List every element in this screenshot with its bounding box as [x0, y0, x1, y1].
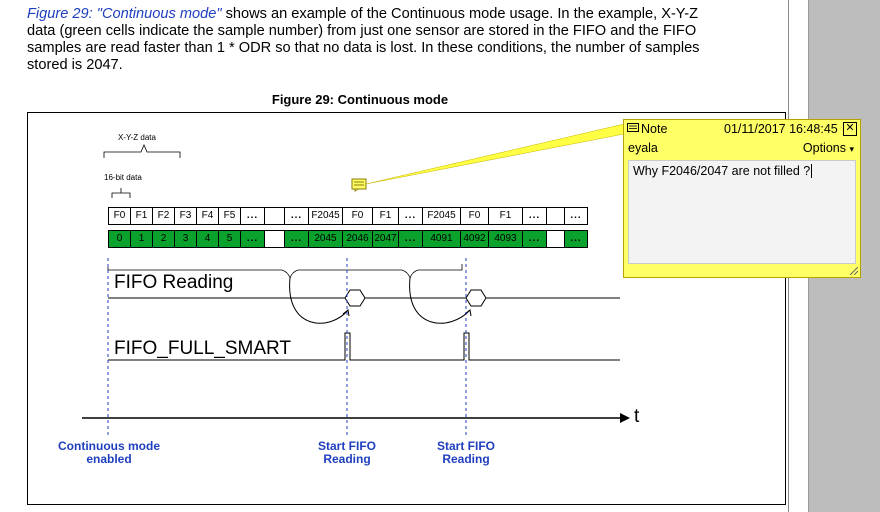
fifo-data-cell: 2045 — [308, 230, 342, 248]
note-body-text: Why F2046/2047 are not filled ? — [633, 164, 811, 178]
fifo-header-cell: F1 — [130, 207, 152, 225]
fifo-header-cell: F1 — [372, 207, 398, 225]
fifo-header-cell: F2045 — [422, 207, 460, 225]
fifo-data-cell: 2046 — [342, 230, 372, 248]
marker-start-reading-1: Start FIFO Reading — [317, 439, 376, 466]
reading-transition-2 — [465, 289, 487, 307]
full-smart-signal — [108, 332, 620, 361]
fifo-data-cell: 2047 — [372, 230, 398, 248]
figure-frame — [27, 112, 786, 505]
fifo-data-cell — [546, 230, 564, 248]
fifo-data-cell: ... — [240, 230, 264, 248]
note-popup[interactable]: Note 01/11/2017 16:48:45 ✕ eyala Options… — [623, 119, 861, 278]
note-text-field[interactable]: Why F2046/2047 are not filled ? — [628, 160, 856, 264]
fifo-data-cell: ... — [522, 230, 546, 248]
fifo-header-cell: ... — [284, 207, 308, 225]
fifo-header-cell: F1 — [488, 207, 522, 225]
fifo-header-cell: F3 — [174, 207, 196, 225]
fifo-header-cell: ... — [398, 207, 422, 225]
fifo-data-cell: 4092 — [460, 230, 488, 248]
comment-icon[interactable] — [351, 178, 367, 192]
fifo-header-cell: F2 — [152, 207, 174, 225]
chevron-down-icon: ▾ — [849, 144, 854, 154]
fifo-data-cell: 3 — [174, 230, 196, 248]
note-icon — [627, 123, 639, 132]
note-options-button[interactable]: Options ▾ — [803, 141, 854, 155]
fifo-data-cell: 2 — [152, 230, 174, 248]
note-author: eyala — [628, 141, 658, 155]
fifo-header-cell: F2045 — [308, 207, 342, 225]
fifo-header-cell: F0 — [460, 207, 488, 225]
figure-reference-link[interactable]: Figure 29: "Continuous mode" — [27, 6, 222, 22]
reading-transition-1 — [344, 289, 366, 307]
fifo-full-smart-label: FIFO_FULL_SMART — [114, 338, 292, 359]
fifo-header-cell: ... — [240, 207, 264, 225]
fifo-reading-label: FIFO Reading — [114, 272, 234, 293]
paragraph-text: shows an example of the Continuous mode … — [27, 6, 700, 73]
fifo-data-cell: 5 — [218, 230, 240, 248]
fifo-data-cell: 4093 — [488, 230, 522, 248]
bit-brace — [111, 188, 131, 198]
fifo-header-cell: ... — [564, 207, 588, 225]
fifo-header-cell: F4 — [196, 207, 218, 225]
xyz-brace — [103, 143, 181, 158]
marker-start-reading-2: Start FIFO Reading — [436, 439, 495, 466]
fifo-header-cell: ... — [522, 207, 546, 225]
close-icon[interactable]: ✕ — [843, 122, 857, 136]
text-cursor — [811, 164, 816, 178]
fifo-data-cell — [264, 230, 284, 248]
fifo-reading-brace — [107, 264, 463, 280]
resize-grip-icon[interactable] — [850, 267, 858, 275]
fifo-data-cell: 1 — [130, 230, 152, 248]
note-date: 01/11/2017 16:48:45 — [724, 122, 838, 136]
figure-caption: Figure 29: Continuous mode — [271, 92, 449, 107]
xyz-data-label: X-Y-Z data — [118, 133, 156, 142]
fifo-data-cell: ... — [564, 230, 588, 248]
fifo-data-cell: 4 — [196, 230, 218, 248]
marker-continuous-enabled: Continuous mode enabled — [58, 439, 160, 466]
bit-data-label: 16-bit data — [104, 173, 142, 182]
note-callout — [365, 123, 625, 185]
fifo-header-cell: F0 — [108, 207, 130, 225]
note-title: Note — [641, 122, 668, 136]
fifo-header-cell — [546, 207, 564, 225]
body-paragraph: Figure 29: "Continuous mode" shows an ex… — [27, 6, 707, 74]
fifo-data-cell: ... — [284, 230, 308, 248]
fifo-data-cell: ... — [398, 230, 422, 248]
fifo-header-cell: F5 — [218, 207, 240, 225]
note-options-label: Options — [802, 141, 846, 155]
fifo-data-cell: 4091 — [422, 230, 460, 248]
fifo-header-cell — [264, 207, 284, 225]
fifo-header-cell: F0 — [342, 207, 372, 225]
time-axis-label: t — [634, 406, 640, 427]
fifo-data-cell: 0 — [108, 230, 130, 248]
